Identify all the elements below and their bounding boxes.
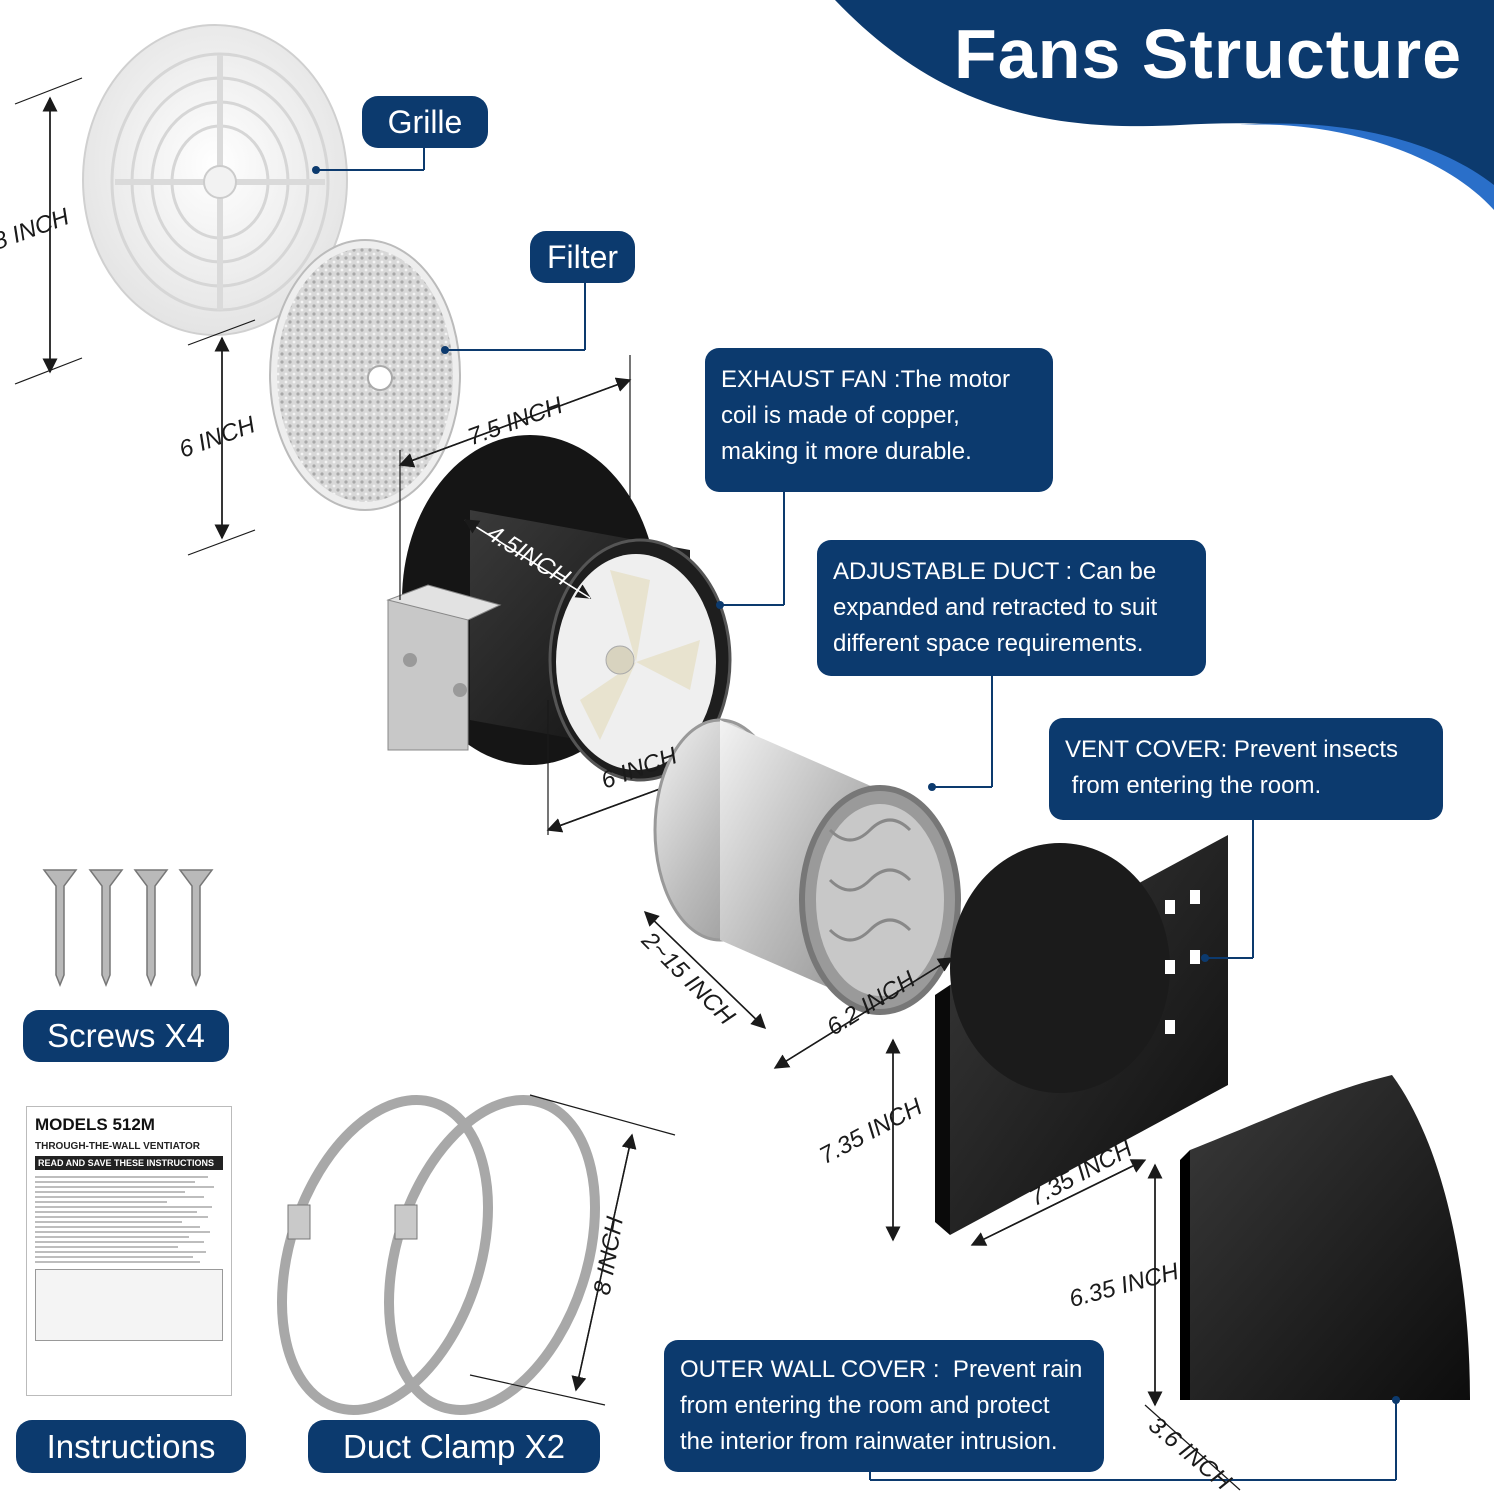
vent-cover-line-1: VENT COVER: Prevent insects	[1065, 736, 1398, 763]
filter-image	[269, 239, 461, 511]
outer-wall-cover-callout: OUTER WALL COVER : Prevent rain from ent…	[664, 1340, 1104, 1472]
outer-wall-cover-line-1: OUTER WALL COVER : Prevent rain	[680, 1356, 1083, 1383]
exhaust-fan-line-3: making it more durable.	[721, 438, 972, 465]
manual-body-text	[35, 1176, 223, 1263]
exhaust-fan-image	[386, 435, 732, 782]
outer-wall-cover-line-2: from entering the room and protect	[680, 1392, 1050, 1419]
title-banner-accent	[1240, 123, 1494, 210]
grille-label: Grille	[362, 96, 488, 148]
adjustable-duct-line-1: ADJUSTABLE DUCT : Can be	[833, 558, 1157, 585]
adjustable-duct-line-3: different space requirements.	[833, 630, 1144, 657]
adjustable-duct-line-2: expanded and retracted to suit	[833, 594, 1158, 621]
exhaust-fan-line-2: coil is made of copper,	[721, 402, 960, 429]
instructions-manual: MODELS 512M THROUGH-THE-WALL VENTIATOR R…	[26, 1106, 232, 1396]
duct-clamps-image	[277, 1095, 600, 1415]
title-banner	[835, 0, 1494, 205]
manual-title: MODELS 512M	[35, 1115, 155, 1134]
outer-wall-cover-image	[1180, 1075, 1470, 1400]
outer-wall-cover-line-3: the interior from rainwater intrusion.	[680, 1428, 1058, 1455]
screws-image	[42, 869, 214, 988]
adjustable-duct-callout: ADJUSTABLE DUCT : Can be expanded and re…	[817, 540, 1206, 676]
exhaust-fan-line-1: EXHAUST FAN :The motor	[721, 366, 1010, 393]
manual-diagram	[35, 1269, 223, 1341]
exhaust-fan-callout: EXHAUST FAN :The motor coil is made of c…	[705, 348, 1053, 492]
page-title: Fans Structure	[954, 15, 1462, 93]
adjustable-duct-image	[653, 718, 961, 1015]
filter-label: Filter	[530, 231, 635, 283]
vent-cover-line-2: from entering the room.	[1065, 772, 1322, 799]
grille-image	[82, 24, 348, 336]
screws-label: Screws X4	[23, 1010, 229, 1062]
duct-clamp-label: Duct Clamp X2	[308, 1420, 600, 1473]
manual-banner: READ AND SAVE THESE INSTRUCTIONS	[35, 1156, 223, 1170]
manual-subtitle: THROUGH-THE-WALL VENTIATOR	[35, 1141, 200, 1152]
instructions-label: Instructions	[16, 1420, 246, 1473]
vent-cover-image	[935, 835, 1228, 1235]
vent-cover-callout: VENT COVER: Prevent insects from enterin…	[1049, 718, 1443, 820]
